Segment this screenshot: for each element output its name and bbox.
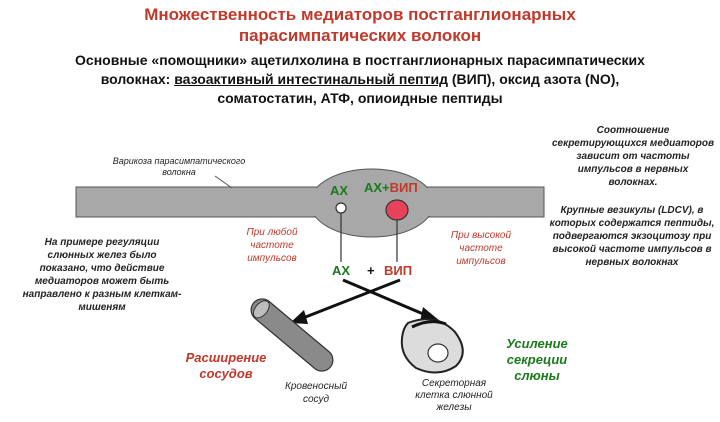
- secretory-cell-label: Секреторная клетка слюнной железы: [415, 378, 493, 413]
- title-line-1: Множественность медиаторов постганглиона…: [144, 5, 576, 24]
- title-line-2: парасимпатических волокон: [238, 26, 482, 45]
- vesicles-note: Крупные везикулы (LDCV), в которых содер…: [549, 205, 715, 268]
- subtitle: Основные «помощники» ацетилхолина в пост…: [20, 51, 700, 108]
- subtitle-line-3: соматостатин, АТФ, опиоидные пептиды: [217, 90, 503, 106]
- blood-vessel-label: Кровеносный сосуд: [284, 381, 348, 405]
- secretory-cell-shape: [400, 318, 464, 374]
- vip-arrowhead: [290, 310, 308, 324]
- ach-arrow-shaft: [342, 278, 429, 318]
- saliva-label: Усиление секреции слюны: [506, 336, 568, 383]
- vip-arrow-shaft: [302, 278, 401, 320]
- ach-bottom-label: АХ: [332, 263, 351, 278]
- varicosity-pointer: [214, 175, 233, 189]
- subtitle-prefix: волокнах:: [100, 71, 175, 87]
- high-frequency-label: При высокой частоте импульсов: [450, 230, 512, 267]
- varicosity-fill: [300, 188, 440, 216]
- page-title: Множественность медиаторов постганглиона…: [60, 4, 660, 46]
- varicosity-label: Варикоза парасимпатического волокна: [112, 156, 246, 177]
- ldcv-vesicle: [385, 199, 409, 221]
- subtitle-line-2: волокнах: вазоактивный интестинальный пе…: [20, 70, 700, 89]
- vip-part: ВИП: [389, 180, 418, 195]
- ach-vip-top-label: АХ+ВИП: [364, 180, 418, 195]
- subtitle-suffix: (ВИП), оксид азота (NO),: [447, 71, 620, 87]
- ach-top-label: АХ: [330, 183, 349, 198]
- subtitle-line-1: Основные «помощники» ацетилхолина в пост…: [75, 52, 645, 68]
- vasodilation-label: Расширение сосудов: [185, 350, 267, 381]
- any-frequency-label: При любой частоте импульсов: [246, 227, 298, 264]
- plus-sign: +: [367, 263, 375, 278]
- glands-note: На примере регуляции слюнных желез было …: [22, 237, 182, 313]
- vip-underlined: вазоактивный интестинальный пептид: [174, 71, 448, 87]
- ach-part: АХ+: [364, 180, 390, 195]
- ach-vesicle: [335, 202, 347, 214]
- ratio-note: Соотношение секретирующихся медиаторов з…: [552, 125, 714, 188]
- vip-bottom-label: ВИП: [384, 263, 413, 278]
- blood-vessel-shape: [250, 298, 334, 372]
